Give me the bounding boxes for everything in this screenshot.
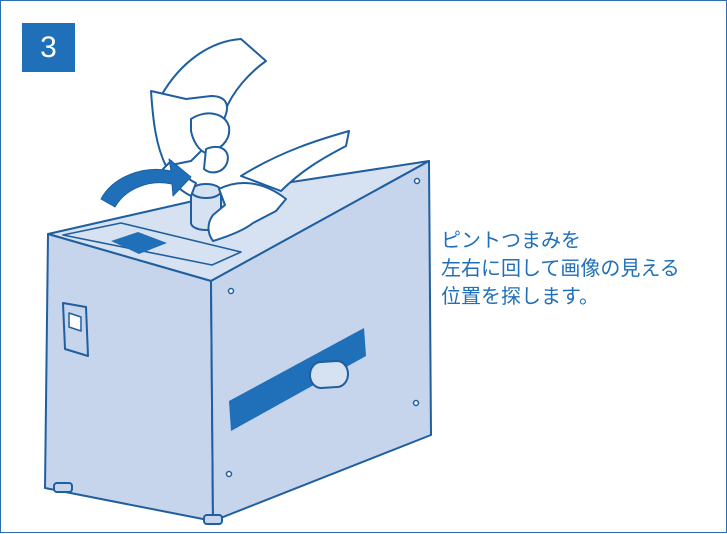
screw-bottom-right	[412, 399, 420, 407]
hand-turning-knob	[150, 38, 350, 242]
top-window	[111, 232, 167, 254]
rocker-switch-icon	[62, 302, 89, 357]
instruction-line-1: ピントつまみを	[441, 228, 581, 252]
curved-arrow-icon	[100, 158, 192, 208]
side-slot	[229, 328, 366, 431]
instruction-line-2: 左右に回して画像の見える	[441, 256, 680, 280]
step-number-badge: 3	[22, 23, 75, 72]
device-front-face	[44, 233, 214, 522]
screw-top-left	[227, 287, 235, 295]
instruction-line-3: 位置を探します。	[441, 284, 599, 308]
device-side-face	[210, 160, 432, 522]
screw-bottom-left	[225, 470, 233, 478]
instruction-text: ピントつまみを 左右に回して画像の見える 位置を探します。	[441, 226, 680, 310]
side-focus-knob	[309, 360, 349, 389]
foot-front-right	[203, 514, 223, 525]
screw-top-right	[413, 177, 421, 185]
foot-front-left	[53, 482, 73, 493]
